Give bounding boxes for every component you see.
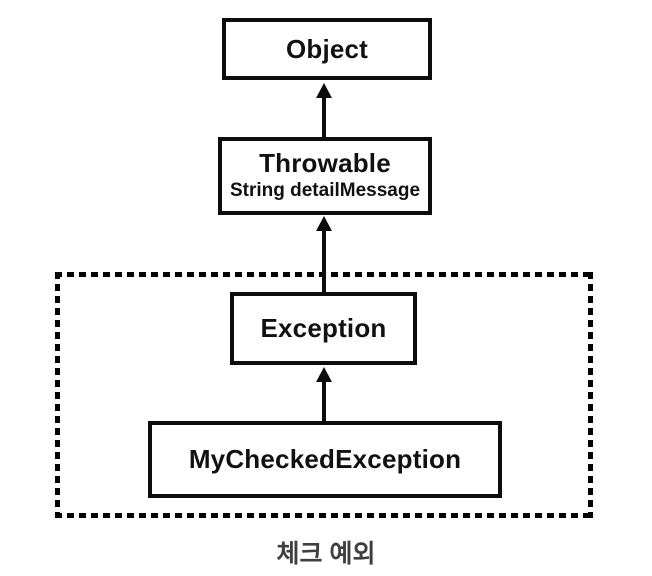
arrow-exception-to-throwable-head xyxy=(316,216,332,231)
node-throwable: Throwable String detailMessage xyxy=(218,137,432,215)
node-throwable-title: Throwable xyxy=(259,148,391,179)
node-exception: Exception xyxy=(230,292,417,365)
node-exception-title: Exception xyxy=(260,313,387,344)
node-throwable-field: String detailMessage xyxy=(229,179,421,201)
arrow-exception-to-throwable-shaft xyxy=(322,229,326,292)
group-caption: 체크 예외 xyxy=(276,540,376,568)
node-mycheckedexception: MyCheckedException xyxy=(148,421,502,498)
arrow-mycheckedexception-to-exception-head xyxy=(316,367,332,382)
arrow-throwable-to-object-head xyxy=(316,83,332,98)
node-object: Object xyxy=(222,18,432,80)
node-mycheckedexception-title: MyCheckedException xyxy=(188,444,462,475)
node-object-title: Object xyxy=(285,33,369,64)
arrow-throwable-to-object-shaft xyxy=(322,96,326,137)
arrow-mycheckedexception-to-exception-shaft xyxy=(322,380,326,421)
